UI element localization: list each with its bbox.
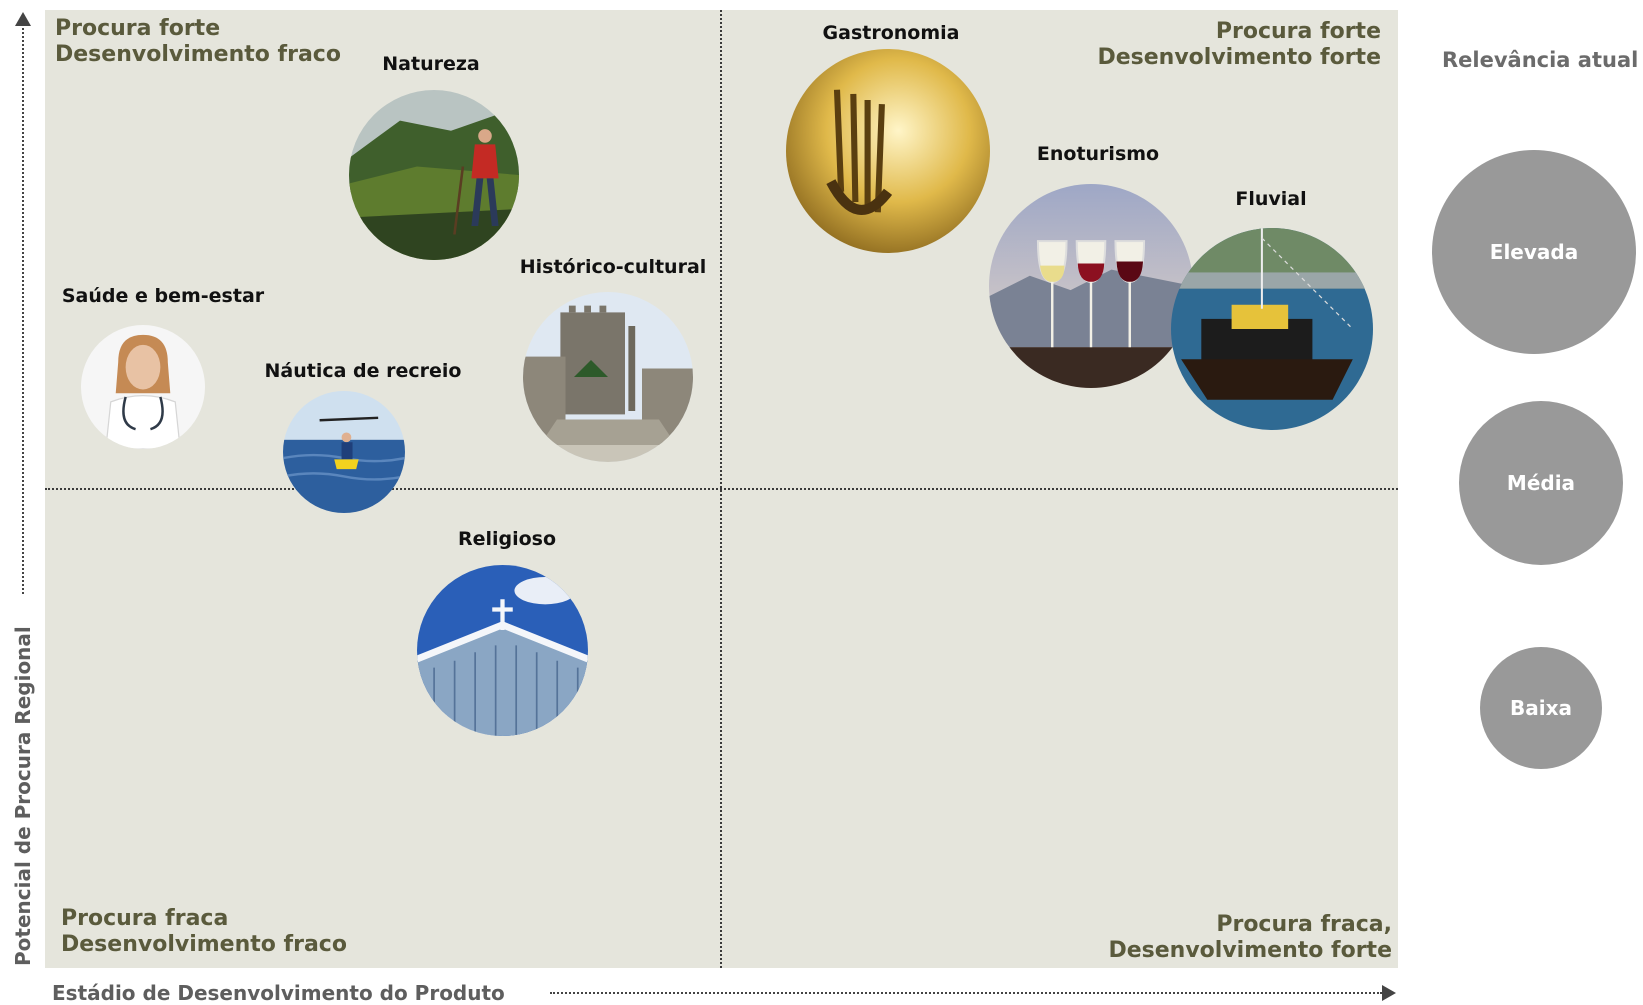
nautica-de-recreio-kayak-photo (283, 391, 405, 513)
saude-e-bem-estar-doctor-photo (81, 325, 205, 449)
historico-cultural-castle-photo (523, 292, 693, 462)
x-axis-label: Estádio de Desenvolvimento do Produto (52, 981, 505, 1005)
legend-circle-media: Média (1459, 401, 1623, 565)
y-axis-line (22, 24, 24, 594)
product-label-gastronomia: Gastronomia (822, 22, 960, 44)
product-label-natureza: Natureza (382, 53, 480, 75)
product-label-historico-cultural: Histórico-cultural (519, 256, 707, 278)
product-label-enoturismo: Enoturismo (1036, 143, 1160, 165)
gastronomia-fork-photo (786, 49, 990, 253)
quadrant-top-right-label: Procura forte Desenvolvimento forte (1097, 19, 1381, 70)
legend-title: Relevância atual (1442, 48, 1639, 72)
product-label-nautica-de-recreio: Náutica de recreio (264, 360, 462, 382)
natureza-hiker-photo (349, 90, 519, 260)
fluvial-river-boat-photo (1171, 228, 1373, 430)
quadrant-top-left-label: Procura forte Desenvolvimento fraco (55, 16, 341, 67)
legend-circle-elevada: Elevada (1432, 150, 1636, 354)
legend-circle-baixa: Baixa (1480, 647, 1602, 769)
product-label-fluvial: Fluvial (1235, 188, 1307, 210)
enoturismo-wine-glasses-photo (989, 184, 1193, 388)
horizontal-divider (45, 488, 1398, 490)
x-axis-line (550, 992, 1382, 994)
y-axis-arrow (15, 12, 31, 26)
quadrant-bottom-right-label: Procura fraca, Desenvolvimento forte (1108, 912, 1392, 963)
x-axis-arrow (1382, 985, 1396, 1001)
quadrant-bottom-left-label: Procura fraca Desenvolvimento fraco (61, 906, 347, 957)
product-label-religioso: Religioso (457, 528, 557, 550)
product-label-saude-e-bem-estar: Saúde e bem-estar (61, 285, 265, 307)
y-axis-label: Potencial de Procura Regional (11, 626, 35, 966)
religioso-church-photo (417, 565, 588, 736)
